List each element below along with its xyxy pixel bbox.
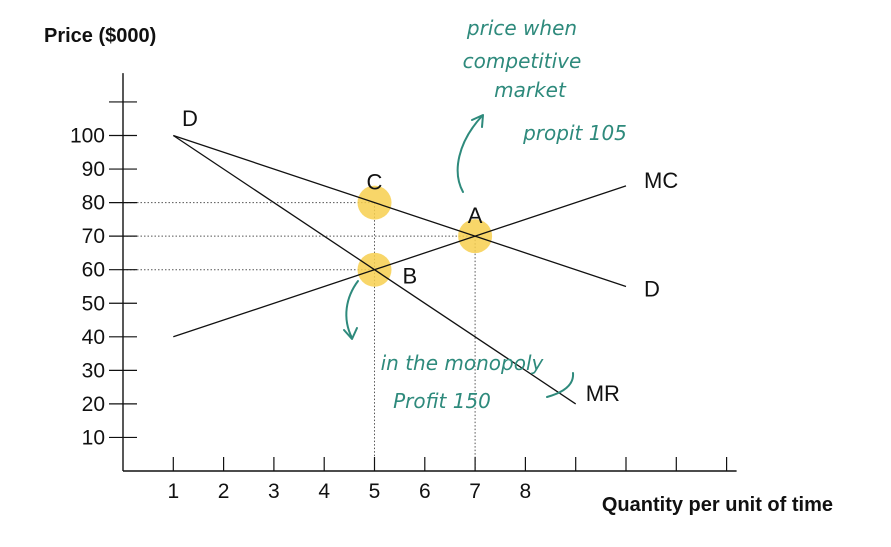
y-tick-label: 90 [82, 158, 105, 181]
mr-label: MR [586, 381, 620, 406]
note-competitive-line-1: price when [466, 16, 577, 40]
x-tick-label: 8 [520, 480, 532, 503]
dotted-guide-lines [123, 202, 476, 471]
arrow-up-competitive [456, 115, 483, 193]
x-tick-label: 6 [419, 480, 431, 503]
y-tick-label: 40 [82, 326, 105, 349]
point-label-c: C [367, 170, 383, 195]
y-tick-label: 30 [82, 359, 105, 382]
demand-label-end: D [644, 276, 660, 301]
x-tick-label: 5 [369, 480, 381, 503]
note-competitive-line-3: market [494, 78, 567, 102]
x-tick-label: 2 [218, 480, 230, 503]
mc-label: MC [644, 168, 678, 193]
labels: D D MC MR C A B [182, 106, 678, 406]
point-label-b: B [403, 264, 418, 289]
note-competitive-profit: propit 105 [522, 121, 627, 145]
y-tick-label: 20 [82, 393, 105, 416]
y-tick-label: 10 [82, 426, 105, 449]
arrow-up-head [471, 114, 484, 128]
note-competitive-line-2: competitive [463, 49, 582, 73]
note-monopoly-line-2: Profit 150 [393, 389, 491, 413]
y-tick-label: 50 [82, 292, 105, 315]
x-tick-label: 7 [469, 480, 481, 503]
point-label-a: A [468, 203, 483, 228]
curve-mc [173, 185, 627, 338]
x-tick-label: 1 [167, 480, 179, 503]
x-tick-label: 4 [318, 480, 330, 503]
note-monopoly-curl [546, 372, 575, 398]
arrow-down-head [343, 327, 358, 340]
curve-d [173, 134, 627, 288]
demand-label-start: D [182, 106, 198, 131]
y-tick-label: 100 [70, 125, 105, 148]
y-tick-label: 80 [82, 192, 105, 215]
y-tick-label: 60 [82, 259, 105, 282]
x-axis-title: Quantity per unit of time [602, 494, 833, 516]
axes: 10 20 30 40 50 60 70 80 90 100 1 2 3 4 5 6 7 8 Price ($000… [44, 25, 833, 516]
note-monopoly-line-1: in the monopoly [381, 351, 545, 375]
y-tick-label: 70 [82, 225, 105, 248]
arrow-down-monopoly [345, 280, 359, 339]
x-tick-label: 3 [268, 480, 280, 503]
handwritten-notes: price when competitive market propit 105 in … [343, 16, 627, 413]
curves [172, 134, 627, 405]
y-axis-title: Price ($000) [44, 25, 156, 47]
